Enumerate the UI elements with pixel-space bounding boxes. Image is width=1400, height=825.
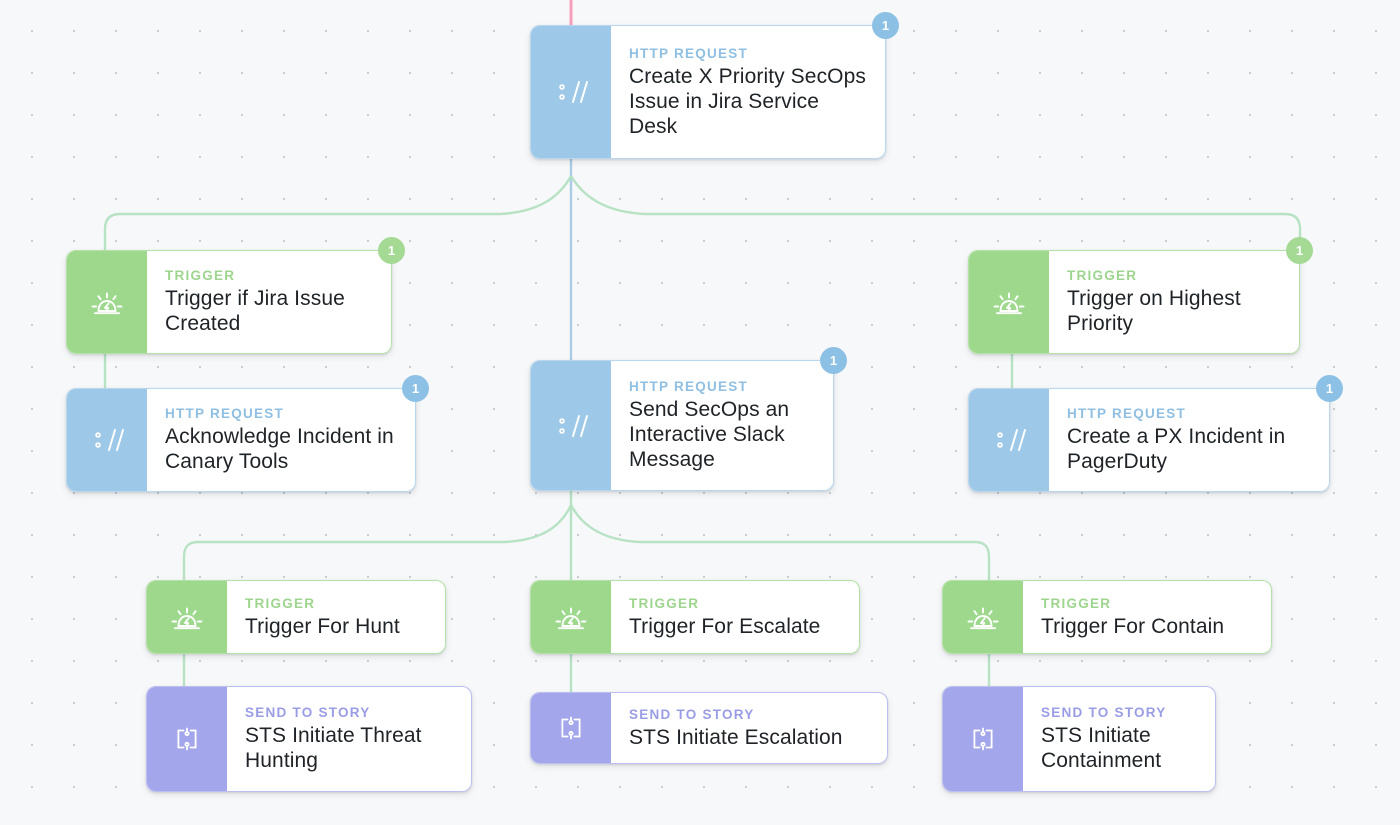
node-title: STS Initiate Containment <box>1041 724 1162 772</box>
node-count-badge[interactable]: 1 <box>402 375 429 402</box>
wire-hunt <box>182 504 573 580</box>
node-title: STS Initiate Threat Hunting <box>245 724 422 772</box>
branch-left-wire <box>103 175 573 250</box>
workflow-node-create-jira-issue[interactable]: HTTP REQUEST Create X Priority SecOps Is… <box>530 12 899 159</box>
workflow-node-acknowledge-canary[interactable]: HTTP REQUEST Acknowledge Incident in Can… <box>66 375 429 492</box>
node-icon-pane <box>531 693 611 763</box>
node-icon-pane <box>531 581 611 653</box>
node-count-badge[interactable]: 1 <box>820 347 847 374</box>
send-to-story-icon <box>177 727 197 751</box>
node-body: TRIGGER Trigger For Contain <box>1023 581 1271 653</box>
http-request-icon <box>559 414 588 437</box>
node-type-label: TRIGGER <box>629 595 700 611</box>
send-to-story-icon <box>973 727 993 751</box>
workflow-node-trigger-highest-priority[interactable]: TRIGGER Trigger on Highest Priority 1 <box>968 237 1313 354</box>
node-inner: SEND TO STORY STS Initiate Containment <box>942 686 1216 792</box>
workflow-node-create-pagerduty-incident[interactable]: HTTP REQUEST Create a PX Incident in Pag… <box>968 375 1343 492</box>
node-inner: SEND TO STORY STS Initiate Escalation <box>530 692 888 764</box>
node-type-label: SEND TO STORY <box>1041 705 1167 720</box>
node-icon-pane <box>67 251 147 353</box>
node-inner: HTTP REQUEST Send SecOps an Interactive … <box>530 360 834 491</box>
node-title: Trigger For Escalate <box>629 614 821 638</box>
node-body: TRIGGER Trigger on Highest Priority <box>1049 251 1299 353</box>
node-icon-pane <box>147 581 227 653</box>
workflow-node-trigger-jira-created[interactable]: TRIGGER Trigger if Jira Issue Created 1 <box>66 237 405 354</box>
node-icon-pane <box>531 26 611 158</box>
node-type-label: HTTP REQUEST <box>629 45 749 61</box>
node-title: Trigger For Hunt <box>245 614 400 638</box>
wire-contain <box>569 504 991 580</box>
node-type-label: TRIGGER <box>1067 268 1138 283</box>
node-title: STS Initiate Escalation <box>629 725 843 749</box>
node-title: Trigger For Contain <box>1041 614 1225 638</box>
node-icon-pane <box>531 361 611 490</box>
node-body: HTTP REQUEST Send SecOps an Interactive … <box>611 361 833 490</box>
node-type-label: TRIGGER <box>1041 595 1112 611</box>
node-title: Trigger on Highest Priority <box>1067 287 1241 335</box>
node-inner: TRIGGER Trigger For Contain <box>942 580 1272 654</box>
node-inner: TRIGGER Trigger For Hunt <box>146 580 446 654</box>
node-count-badge[interactable]: 1 <box>378 237 405 264</box>
node-title: Trigger if Jira Issue Created <box>165 287 345 335</box>
node-body: HTTP REQUEST Create a PX Incident in Pag… <box>1049 389 1329 491</box>
node-count-badge[interactable]: 1 <box>1286 237 1313 264</box>
http-request-icon <box>559 81 588 103</box>
node-inner: TRIGGER Trigger on Highest Priority <box>968 250 1300 354</box>
node-inner: SEND TO STORY STS Initiate Threat Huntin… <box>146 686 472 792</box>
workflow-node-trigger-for-contain[interactable]: TRIGGER Trigger For Contain <box>942 580 1272 654</box>
node-inner: TRIGGER Trigger if Jira Issue Created <box>66 250 392 354</box>
node-body: SEND TO STORY STS Initiate Containment <box>1023 687 1215 791</box>
node-type-label: SEND TO STORY <box>245 705 371 720</box>
workflow-node-trigger-for-hunt[interactable]: TRIGGER Trigger For Hunt <box>146 580 446 654</box>
node-icon-pane <box>147 687 227 791</box>
siren-trigger-icon <box>555 607 587 630</box>
node-title: Acknowledge Incident in Canary Tools <box>165 425 394 473</box>
node-inner: TRIGGER Trigger For Escalate <box>530 580 860 654</box>
node-type-label: HTTP REQUEST <box>1067 406 1187 421</box>
node-title: Create a PX Incident in PagerDuty <box>1067 425 1286 473</box>
http-request-icon <box>95 429 124 451</box>
workflow-node-sts-escalation[interactable]: SEND TO STORY STS Initiate Escalation <box>530 692 888 764</box>
node-icon-pane <box>969 389 1049 491</box>
node-body: SEND TO STORY STS Initiate Threat Huntin… <box>227 687 471 791</box>
siren-trigger-icon <box>91 292 123 315</box>
node-type-label: TRIGGER <box>245 595 316 611</box>
node-icon-pane <box>67 389 147 491</box>
node-type-label: SEND TO STORY <box>629 706 755 722</box>
workflow-node-send-slack-message[interactable]: HTTP REQUEST Send SecOps an Interactive … <box>530 347 847 491</box>
node-inner: HTTP REQUEST Acknowledge Incident in Can… <box>66 388 416 492</box>
node-body: HTTP REQUEST Acknowledge Incident in Can… <box>147 389 415 491</box>
node-body: HTTP REQUEST Create X Priority SecOps Is… <box>611 26 885 158</box>
node-count-badge[interactable]: 1 <box>872 12 899 39</box>
node-type-label: HTTP REQUEST <box>165 406 285 421</box>
node-body: TRIGGER Trigger For Hunt <box>227 581 445 653</box>
siren-trigger-icon <box>993 292 1025 315</box>
node-body: TRIGGER Trigger if Jira Issue Created <box>147 251 391 353</box>
node-icon-pane <box>969 251 1049 353</box>
http-request-icon <box>997 429 1026 451</box>
node-type-label: TRIGGER <box>165 268 236 283</box>
node-body: SEND TO STORY STS Initiate Escalation <box>611 693 887 763</box>
node-title: Send SecOps an Interactive Slack Message <box>629 398 790 471</box>
siren-trigger-icon <box>967 607 999 630</box>
workflow-node-sts-containment[interactable]: SEND TO STORY STS Initiate Containment <box>942 686 1216 792</box>
node-body: TRIGGER Trigger For Escalate <box>611 581 859 653</box>
node-icon-pane <box>943 687 1023 791</box>
branch-right-wire <box>569 175 1302 250</box>
siren-trigger-icon <box>171 607 203 630</box>
node-inner: HTTP REQUEST Create X Priority SecOps Is… <box>530 25 886 159</box>
node-type-label: HTTP REQUEST <box>629 379 749 394</box>
workflow-node-trigger-for-escalate[interactable]: TRIGGER Trigger For Escalate <box>530 580 860 654</box>
node-icon-pane <box>943 581 1023 653</box>
node-title: Create X Priority SecOps Issue in Jira S… <box>629 64 866 138</box>
node-count-badge[interactable]: 1 <box>1316 375 1343 402</box>
node-inner: HTTP REQUEST Create a PX Incident in Pag… <box>968 388 1330 492</box>
workflow-node-sts-threat-hunting[interactable]: SEND TO STORY STS Initiate Threat Huntin… <box>146 686 472 792</box>
send-to-story-icon <box>561 716 581 740</box>
